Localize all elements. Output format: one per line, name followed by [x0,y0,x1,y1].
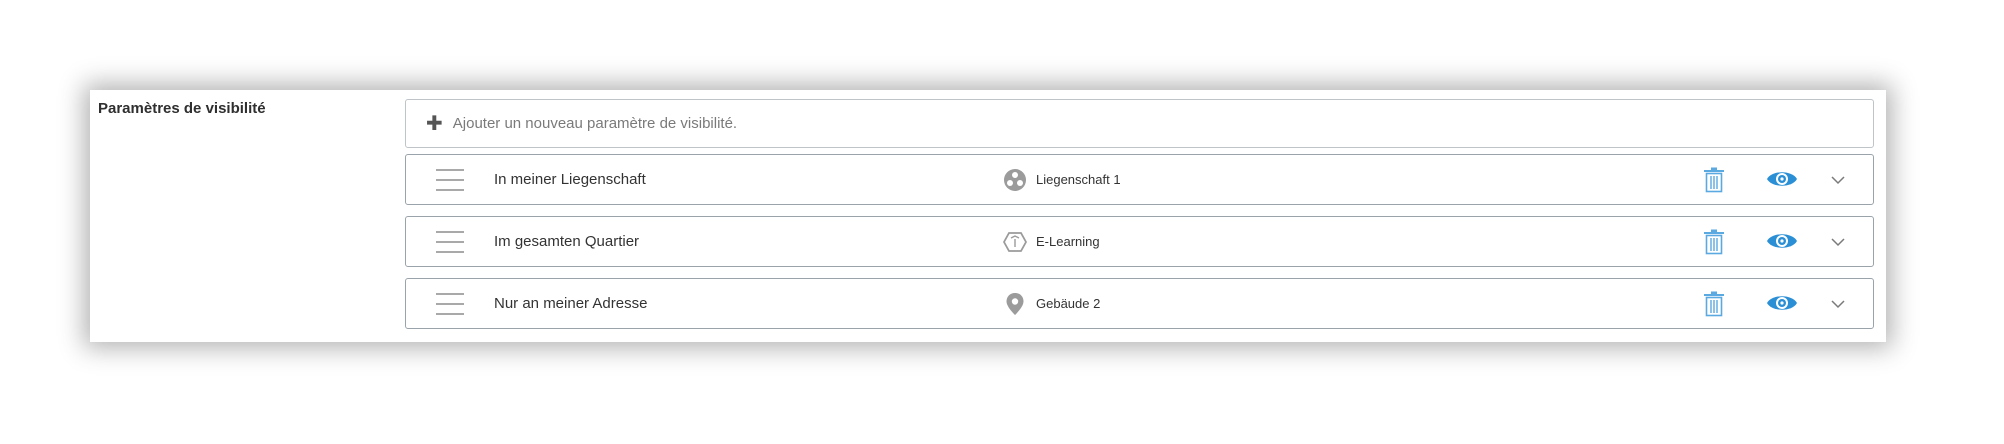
add-visibility-setting-button[interactable]: ✚ Ajouter un nouveau paramètre de visibi… [405,99,1874,148]
eye-icon[interactable] [1766,292,1798,314]
drag-handle-icon[interactable] [436,293,464,315]
add-visibility-setting-label: Ajouter un nouveau paramètre de visibili… [452,115,738,132]
chevron-down-icon[interactable] [1831,299,1845,309]
visibility-rule-row: Nur an meiner Adresse Gebäude 2 [405,278,1874,329]
visibility-settings-panel: Paramètres de visibilité ✚ Ajouter un no… [90,90,1886,342]
scope-label: Gebäude 2 [1036,296,1101,311]
rule-label: Im gesamten Quartier [494,233,640,250]
chevron-down-icon[interactable] [1831,237,1845,247]
hexagon-icon [1003,232,1027,252]
visibility-rule-row: In meiner Liegenschaft Liegenschaft 1 [405,154,1874,205]
rule-label: In meiner Liegenschaft [494,171,646,188]
scope-label: E-Learning [1036,234,1100,249]
trash-icon[interactable] [1703,167,1725,193]
section-label: Paramètres de visibilité [98,100,266,117]
scope-label: Liegenschaft 1 [1036,172,1121,187]
trash-icon[interactable] [1703,291,1725,317]
eye-icon[interactable] [1766,168,1798,190]
drag-handle-icon[interactable] [436,231,464,253]
visibility-rule-row: Im gesamten Quartier E-Learning [405,216,1874,267]
plus-icon: ✚ [426,112,443,135]
rule-label: Nur an meiner Adresse [494,295,648,312]
eye-icon[interactable] [1766,230,1798,252]
trash-icon[interactable] [1703,229,1725,255]
drag-handle-icon[interactable] [436,169,464,191]
group-circle-icon [1004,169,1026,191]
map-pin-icon [1006,293,1024,315]
chevron-down-icon[interactable] [1831,175,1845,185]
